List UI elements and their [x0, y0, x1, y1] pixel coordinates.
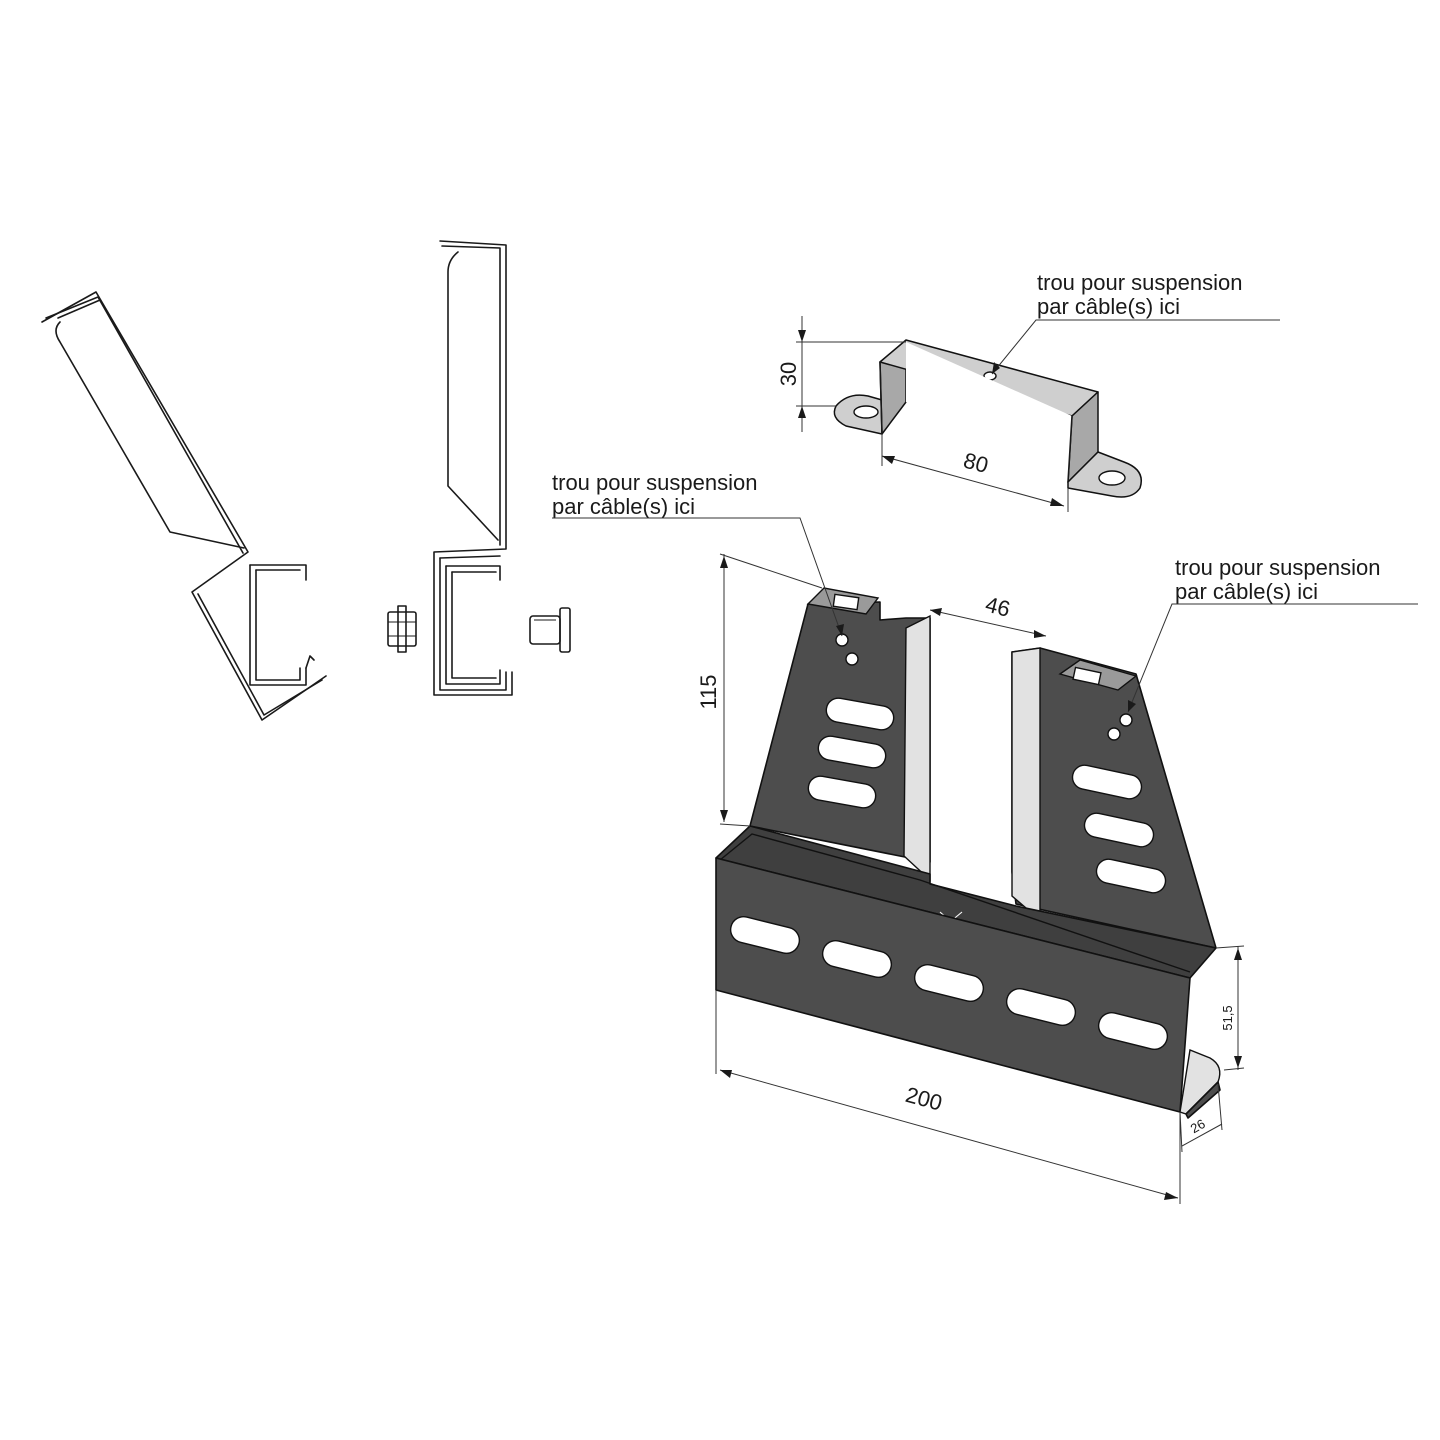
note-right-line2: par câble(s) ici: [1175, 579, 1318, 604]
round-hole: [1107, 727, 1121, 741]
elongated-slot: [1005, 987, 1077, 1027]
dimension-46: 46: [929, 592, 1047, 638]
elongated-slot: [1095, 858, 1167, 894]
elongated-slot: [1083, 812, 1155, 848]
note-top-line1: trou pour suspension: [1037, 270, 1242, 295]
note-top-line2: par câble(s) ici: [1037, 294, 1180, 319]
vertical-hanger-profile: [433, 240, 513, 696]
elongated-slot: [729, 915, 801, 955]
dimension-bracket-width: 80: [961, 448, 991, 478]
elongated-slot: [821, 939, 893, 979]
cable-tray-support: [715, 587, 1221, 1119]
dimension-30: 30: [776, 316, 906, 432]
elongated-slot: [807, 775, 877, 809]
dimension-support-height: 115: [696, 674, 721, 709]
dimension-115: 115: [696, 553, 823, 827]
annotation-top: trou pour suspension par câble(s) ici: [991, 270, 1280, 375]
square-hole: [832, 593, 860, 611]
elongated-slot: [817, 735, 887, 769]
annotation-right: trou pour suspension par câble(s) ici: [1127, 555, 1418, 713]
annotation-left: trou pour suspension par câble(s) ici: [552, 470, 844, 637]
dimension-flange-depth: 26: [1188, 1116, 1208, 1136]
elongated-slot: [1097, 1011, 1169, 1051]
dimension-26: 26: [1179, 1083, 1223, 1153]
mounting-hole: [853, 405, 879, 419]
round-hole: [845, 652, 859, 666]
inclined-hanger-profile: [41, 291, 327, 721]
dimension-flange-height: 51,5: [1220, 1005, 1235, 1030]
dimension-total-length: 200: [903, 1082, 945, 1116]
note-left-line1: trou pour suspension: [552, 470, 757, 495]
note-left-line2: par câble(s) ici: [552, 494, 695, 519]
mounting-hole: [1098, 470, 1126, 486]
elongated-slot: [913, 963, 985, 1003]
note-right-line1: trou pour suspension: [1175, 555, 1380, 580]
hex-bolt-icon: [387, 605, 417, 653]
elongated-slot: [1071, 764, 1143, 800]
elongated-slot: [825, 697, 895, 731]
dimension-bracket-height: 30: [776, 362, 801, 386]
dimension-gap-width: 46: [983, 592, 1013, 622]
round-hole: [1119, 713, 1133, 727]
square-hole: [1072, 666, 1102, 686]
dimension-51-5: 51,5: [1215, 945, 1245, 1071]
hat-bracket: [833, 339, 1142, 498]
nut-icon: [529, 607, 571, 653]
